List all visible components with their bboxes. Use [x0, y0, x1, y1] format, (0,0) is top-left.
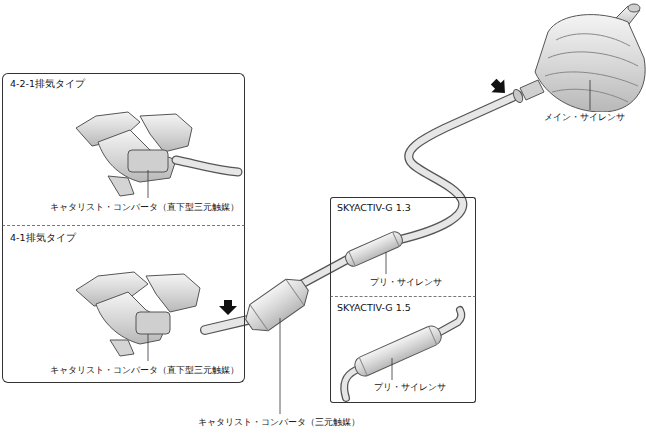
- part-name: メイン・サイレンサ: [543, 112, 626, 123]
- manifold-421: [76, 112, 238, 196]
- catalytic-converter: [240, 272, 314, 337]
- joint-arrow: [219, 300, 237, 315]
- part-name: キャタリスト・コンバータ（直下型三元触媒）: [49, 365, 240, 376]
- panel-heading: 4-1排気タイプ: [9, 232, 77, 243]
- panel-heading: 4-2-1排気タイプ: [9, 78, 86, 89]
- panel-heading: SKYACTIV-G 1.3: [336, 202, 412, 213]
- main-silencer: [511, 4, 645, 112]
- diagram-panel: 4-1排気タイプキャタリスト・コンバータ（直下型三元触媒）: [2, 226, 245, 383]
- leader-line: [148, 80, 590, 414]
- panel-heading: SKYACTIV-G 1.5: [336, 302, 412, 313]
- manifold-41: [76, 272, 200, 356]
- pre-silencer-13: [343, 229, 404, 268]
- part-name: プリ・サイレンサ: [369, 277, 443, 288]
- part-name: プリ・サイレンサ: [373, 382, 447, 393]
- pre-silencer-15: [344, 310, 461, 398]
- joint-arrow: [487, 75, 511, 99]
- part-name: キャタリスト・コンバータ（三元触媒）: [197, 417, 361, 428]
- diagram-panel: 4-2-1排気タイプキャタリスト・コンバータ（直下型三元触媒）: [2, 73, 245, 226]
- exhaust-pipe: [205, 95, 518, 330]
- diagram-panel: SKYACTIV-G 1.3 プリ・サイレンサ: [330, 197, 476, 297]
- part-name: キャタリスト・コンバータ（直下型三元触媒）: [49, 202, 240, 213]
- diagram-panel: SKYACTIV-G 1.5 プリ・サイレンサ: [330, 297, 476, 403]
